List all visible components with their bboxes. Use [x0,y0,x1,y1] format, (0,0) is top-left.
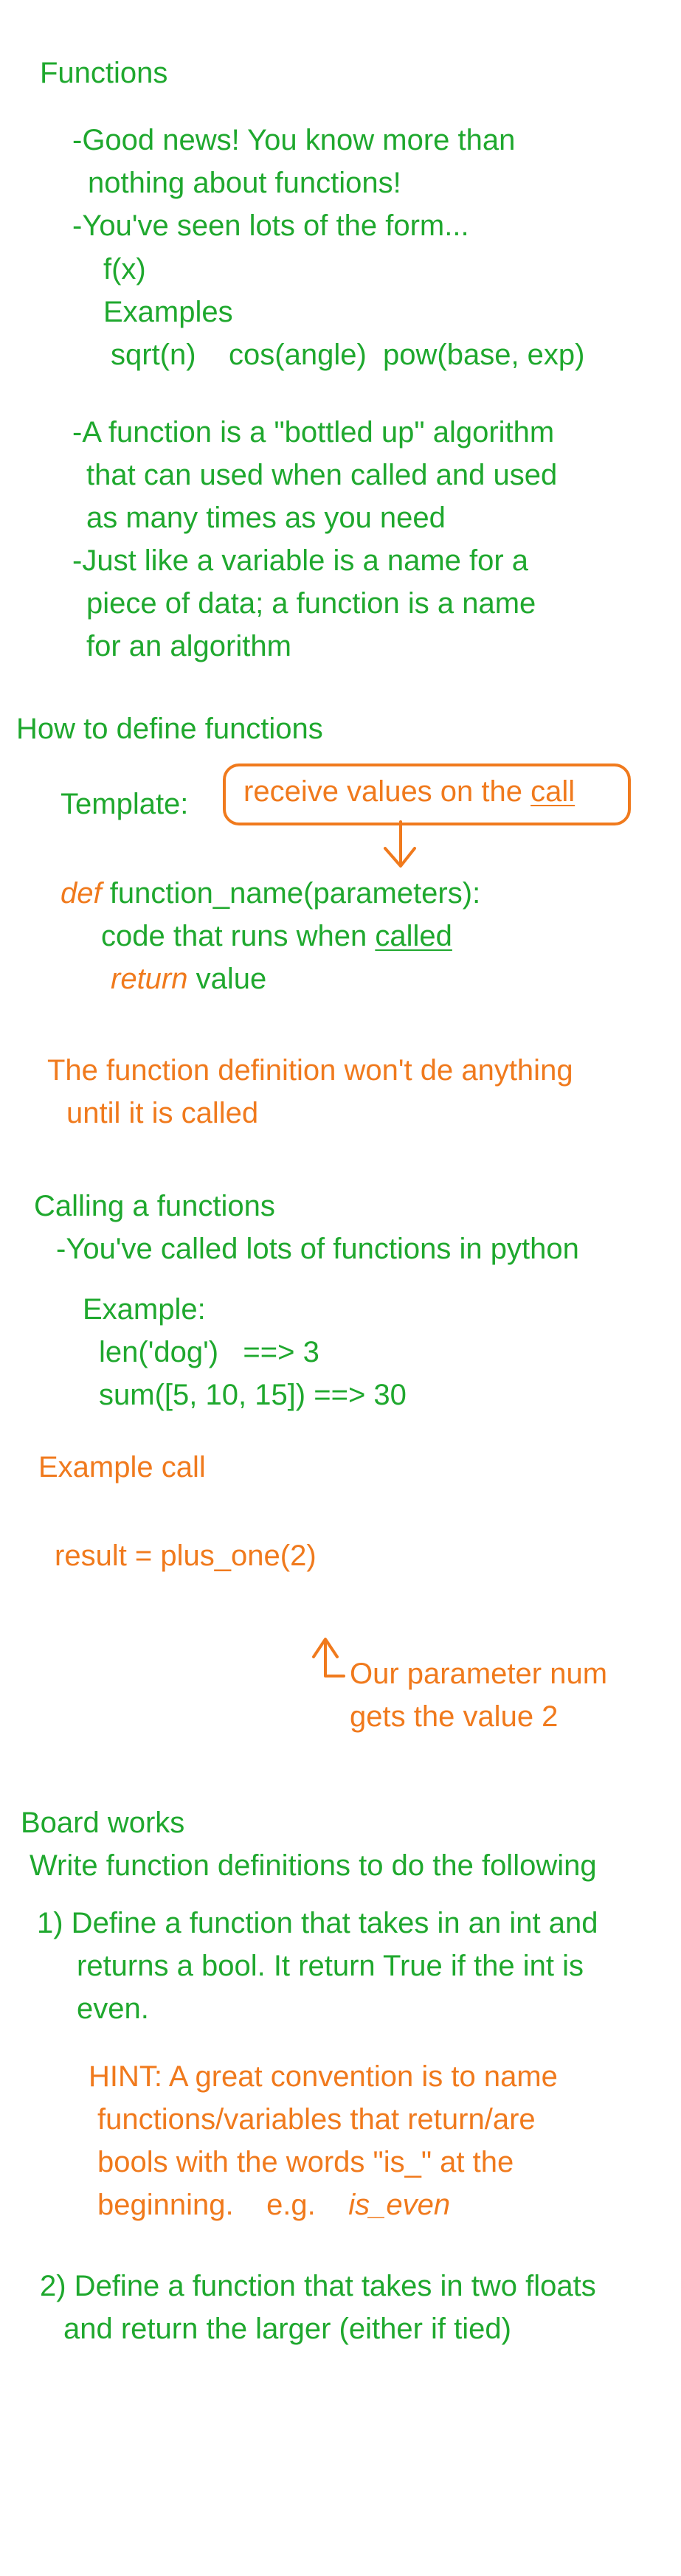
callout-box [223,764,631,825]
q2-line-1: 2) Define a function that takes in two f… [40,2270,596,2302]
body-prefix: code that runs when [101,920,376,952]
callout-prefix: receive values on the [243,775,531,808]
return-line: return value [111,962,266,996]
hint-line-4-text: beginning. e.g. [97,2189,349,2221]
hint-line-3: bools with the words "is_" at the [97,2146,514,2178]
intro-line-1: -Good news! You know more than [72,124,516,156]
q2-line-2: and return the larger (either if tied) [63,2313,511,2345]
example-call-label: Example call [38,1451,206,1483]
examples-label: Examples [103,296,233,328]
hint-line-4: beginning. e.g. is_even [97,2188,450,2222]
examples-list: sqrt(n) cos(angle) pow(base, exp) [111,339,585,371]
parameter-arrow [312,1638,345,1677]
body-line: code that runs when called [101,919,452,953]
calling-line-1: -You've called lots of functions in pyth… [56,1233,579,1265]
bottled-line-1: -A function is a "bottled up" algorithm [72,416,555,449]
define-title: How to define functions [16,713,323,745]
q1-line-3: even. [77,1992,149,2025]
bottled-line-2: that can used when called and used [86,459,558,491]
variable-line-1: -Just like a variable is a name for a [72,544,529,577]
q1-line-2: returns a bool. It return True if the in… [77,1950,584,1982]
board-subtitle: Write function definitions to do the fol… [30,1849,597,1882]
body-underlined: called [375,920,452,952]
example-call-code: result = plus_one(2) [55,1540,317,1572]
parameter-note-1: Our parameter num [350,1658,608,1690]
hint-example: is_even [348,2189,451,2221]
callout-arrow [384,820,416,868]
def-signature: function_name(parameters): [101,877,481,910]
calling-example-label: Example: [83,1293,206,1326]
warning-line-2: until it is called [66,1097,259,1129]
callout-underlined: call [530,775,575,808]
calling-example-2: sum([5, 10, 15]) ==> 30 [99,1379,407,1411]
functions-title: Functions [40,57,168,89]
bottled-line-3: as many times as you need [86,502,446,534]
variable-line-2: piece of data; a function is a name [86,587,536,620]
return-value: value [187,963,267,995]
return-keyword: return [111,963,188,995]
hint-line-1: HINT: A great convention is to name [89,2060,558,2093]
board-title: Board works [21,1807,185,1839]
def-line: def function_name(parameters): [61,876,480,910]
calling-example-1: len('dog') ==> 3 [99,1336,319,1368]
callout-text: receive values on the call [243,775,575,809]
function-form: f(x) [103,253,146,285]
q1-line-1: 1) Define a function that takes in an in… [37,1907,598,1939]
hint-line-2: functions/variables that return/are [97,2103,536,2136]
calling-title: Calling a functions [34,1190,275,1222]
variable-line-3: for an algorithm [86,630,291,662]
intro-line-2: nothing about functions! [88,167,401,199]
def-keyword: def [61,877,102,910]
parameter-note-2: gets the value 2 [350,1700,559,1733]
template-label: Template: [61,788,189,820]
intro-line-3: -You've seen lots of the form... [72,210,469,242]
warning-line-1: The function definition won't de anythin… [47,1054,573,1087]
